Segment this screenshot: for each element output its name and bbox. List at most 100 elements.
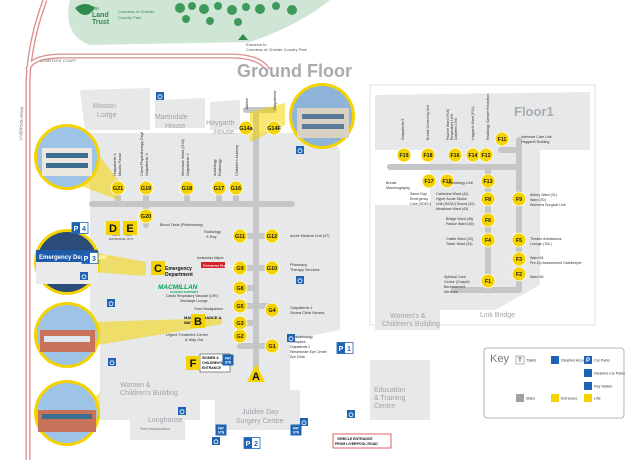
spiritual-label-3: Bereavement bbox=[444, 285, 465, 289]
key-item-disabled-access: Disabled Access bbox=[551, 356, 588, 364]
link-bridge-label: Link Bridge bbox=[480, 312, 515, 319]
svg-text:Stairs: Stairs bbox=[526, 397, 535, 401]
svg-text:Lifts: Lifts bbox=[594, 397, 601, 401]
g4-label-1: Outpatients 1 bbox=[290, 306, 313, 310]
svg-text:G10: G10 bbox=[267, 266, 277, 272]
node-f13: F13 bbox=[480, 173, 496, 189]
node-f6: F6 bbox=[480, 212, 496, 228]
ambulatory-label: Ambulatory Majors bbox=[197, 256, 224, 260]
haygarth-line2: House bbox=[214, 129, 234, 136]
disabled-access-icon bbox=[108, 358, 116, 366]
svg-text:Toilets: Toilets bbox=[526, 359, 536, 363]
castle-ward-label: Castle Ward (32) bbox=[446, 237, 473, 241]
f5-label-1: Theatre Admissions bbox=[530, 237, 562, 241]
radiology-label-1: Radiology bbox=[204, 230, 221, 234]
node-f12: F12 bbox=[478, 147, 494, 163]
entrance-e: E bbox=[123, 221, 137, 235]
floor1-title: Floor1 bbox=[514, 104, 554, 119]
svg-text:G18: G18 bbox=[182, 186, 192, 192]
disabled-access-icon bbox=[287, 334, 295, 342]
education-line2: & Training bbox=[374, 395, 406, 402]
node-g18: G18 bbox=[179, 180, 195, 196]
f9-label-3: Womens Surgical Unit bbox=[530, 203, 566, 207]
svg-text:A: A bbox=[252, 371, 260, 383]
vehicle-entrance-line1: VEHICLE ENTRANCE bbox=[337, 437, 373, 441]
pharmacy-label-1: Pharmacy bbox=[290, 263, 307, 267]
disabled-access-icon bbox=[80, 272, 88, 280]
martindale-line2: House bbox=[165, 123, 185, 130]
cathedral-label-1: Cathedral Ward (42) bbox=[436, 192, 468, 196]
f5-label-2: Lounge (TAL) bbox=[530, 242, 552, 246]
disabled-access-icon bbox=[156, 92, 164, 100]
svg-text:Land: Land bbox=[92, 12, 109, 19]
svg-text:4: 4 bbox=[82, 226, 86, 233]
node-g2: G2 bbox=[232, 328, 248, 344]
disabled-access-icon bbox=[296, 276, 304, 284]
entrance-d: D bbox=[106, 221, 120, 235]
entrance-b: B bbox=[191, 314, 205, 328]
cathedral-label-3: Unit (HASU) Sound (42) bbox=[436, 202, 475, 206]
womens-entrance-line2: CHILDREN'S bbox=[202, 361, 223, 365]
f11-label-1: Intensive Care Unit bbox=[521, 135, 552, 139]
node-f3: F3 bbox=[511, 251, 527, 267]
park-entrance-line1: Entrance to bbox=[246, 42, 267, 47]
g18-label-2: Outpatients 2 bbox=[186, 153, 190, 176]
macmillan-logo: MACMILLAN bbox=[158, 284, 198, 291]
svg-text:P: P bbox=[84, 256, 89, 263]
trust-hq-building-label: Trust Headquarters bbox=[140, 427, 170, 431]
node-g12: G12 bbox=[264, 228, 280, 244]
moston-lodge-line1: Moston bbox=[93, 103, 116, 110]
f16-label-2: Respiratory Unit bbox=[450, 114, 454, 140]
photo-emergency-sign: Emergency Department bbox=[39, 255, 106, 261]
roads-inner bbox=[26, 0, 270, 460]
disabled-access-icon bbox=[347, 410, 355, 418]
node-g20: G20 bbox=[138, 208, 154, 224]
womens-building-line1: Women & bbox=[120, 382, 151, 389]
g17-label-2: Radiology bbox=[218, 159, 222, 176]
floor1-corridors bbox=[387, 137, 522, 293]
palace-ward-label: Palace Ward (45) bbox=[446, 222, 474, 226]
svg-text:STN: STN bbox=[218, 431, 225, 435]
martindale-line1: Martindale bbox=[155, 114, 188, 121]
photo-main-entrance bbox=[34, 302, 222, 368]
g16-label: Children's Nursery bbox=[235, 145, 239, 176]
vehicle-entrance-line2: FROM LIVERPOOL ROAD bbox=[335, 442, 378, 446]
g4-label-2: Stoma Clinic Nurses bbox=[290, 311, 324, 315]
svg-text:3: 3 bbox=[92, 256, 96, 263]
node-f18: F18 bbox=[420, 147, 436, 163]
svg-text:Disabled Car Parks: Disabled Car Parks bbox=[594, 372, 625, 376]
svg-text:STN: STN bbox=[293, 431, 300, 435]
svg-text:G21: G21 bbox=[113, 186, 123, 192]
svg-text:F16: F16 bbox=[451, 153, 460, 159]
cardio-label-2: Discharge Lounge bbox=[180, 299, 208, 303]
svg-text:F8: F8 bbox=[485, 197, 491, 203]
education-line3: Centre bbox=[374, 403, 395, 410]
tower-ward-label: Tower Ward (33) bbox=[446, 242, 472, 246]
node-f14: F14 bbox=[465, 147, 481, 163]
park-name-line2: Country Park bbox=[118, 15, 141, 20]
svg-text:Trust: Trust bbox=[92, 19, 110, 26]
svg-text:F11: F11 bbox=[498, 137, 507, 143]
photo-outpatients-building bbox=[34, 124, 118, 200]
svg-text:F2: F2 bbox=[516, 272, 522, 278]
svg-text:F18: F18 bbox=[424, 153, 433, 159]
svg-text:P: P bbox=[246, 441, 251, 448]
key-item-disabled-car-parks: Disabled Car Parks bbox=[584, 369, 625, 377]
education-line1: Education bbox=[374, 387, 405, 394]
haygarth-line1: Haygarth bbox=[206, 120, 235, 127]
g14f-label: Outpatients bbox=[273, 90, 277, 110]
emergency-ref-text: Emergency Department bbox=[203, 264, 237, 268]
breast-label-1: Breast bbox=[386, 181, 396, 185]
svg-text:G2: G2 bbox=[236, 334, 243, 340]
breast-label-2: Mammography bbox=[386, 186, 410, 190]
jubilee-line2: Surgery Centre bbox=[236, 418, 284, 425]
g19-label-1: Chest Physiotherapy Dept bbox=[140, 131, 144, 176]
svg-text:F9: F9 bbox=[516, 197, 522, 203]
svg-text:G5: G5 bbox=[236, 304, 243, 310]
